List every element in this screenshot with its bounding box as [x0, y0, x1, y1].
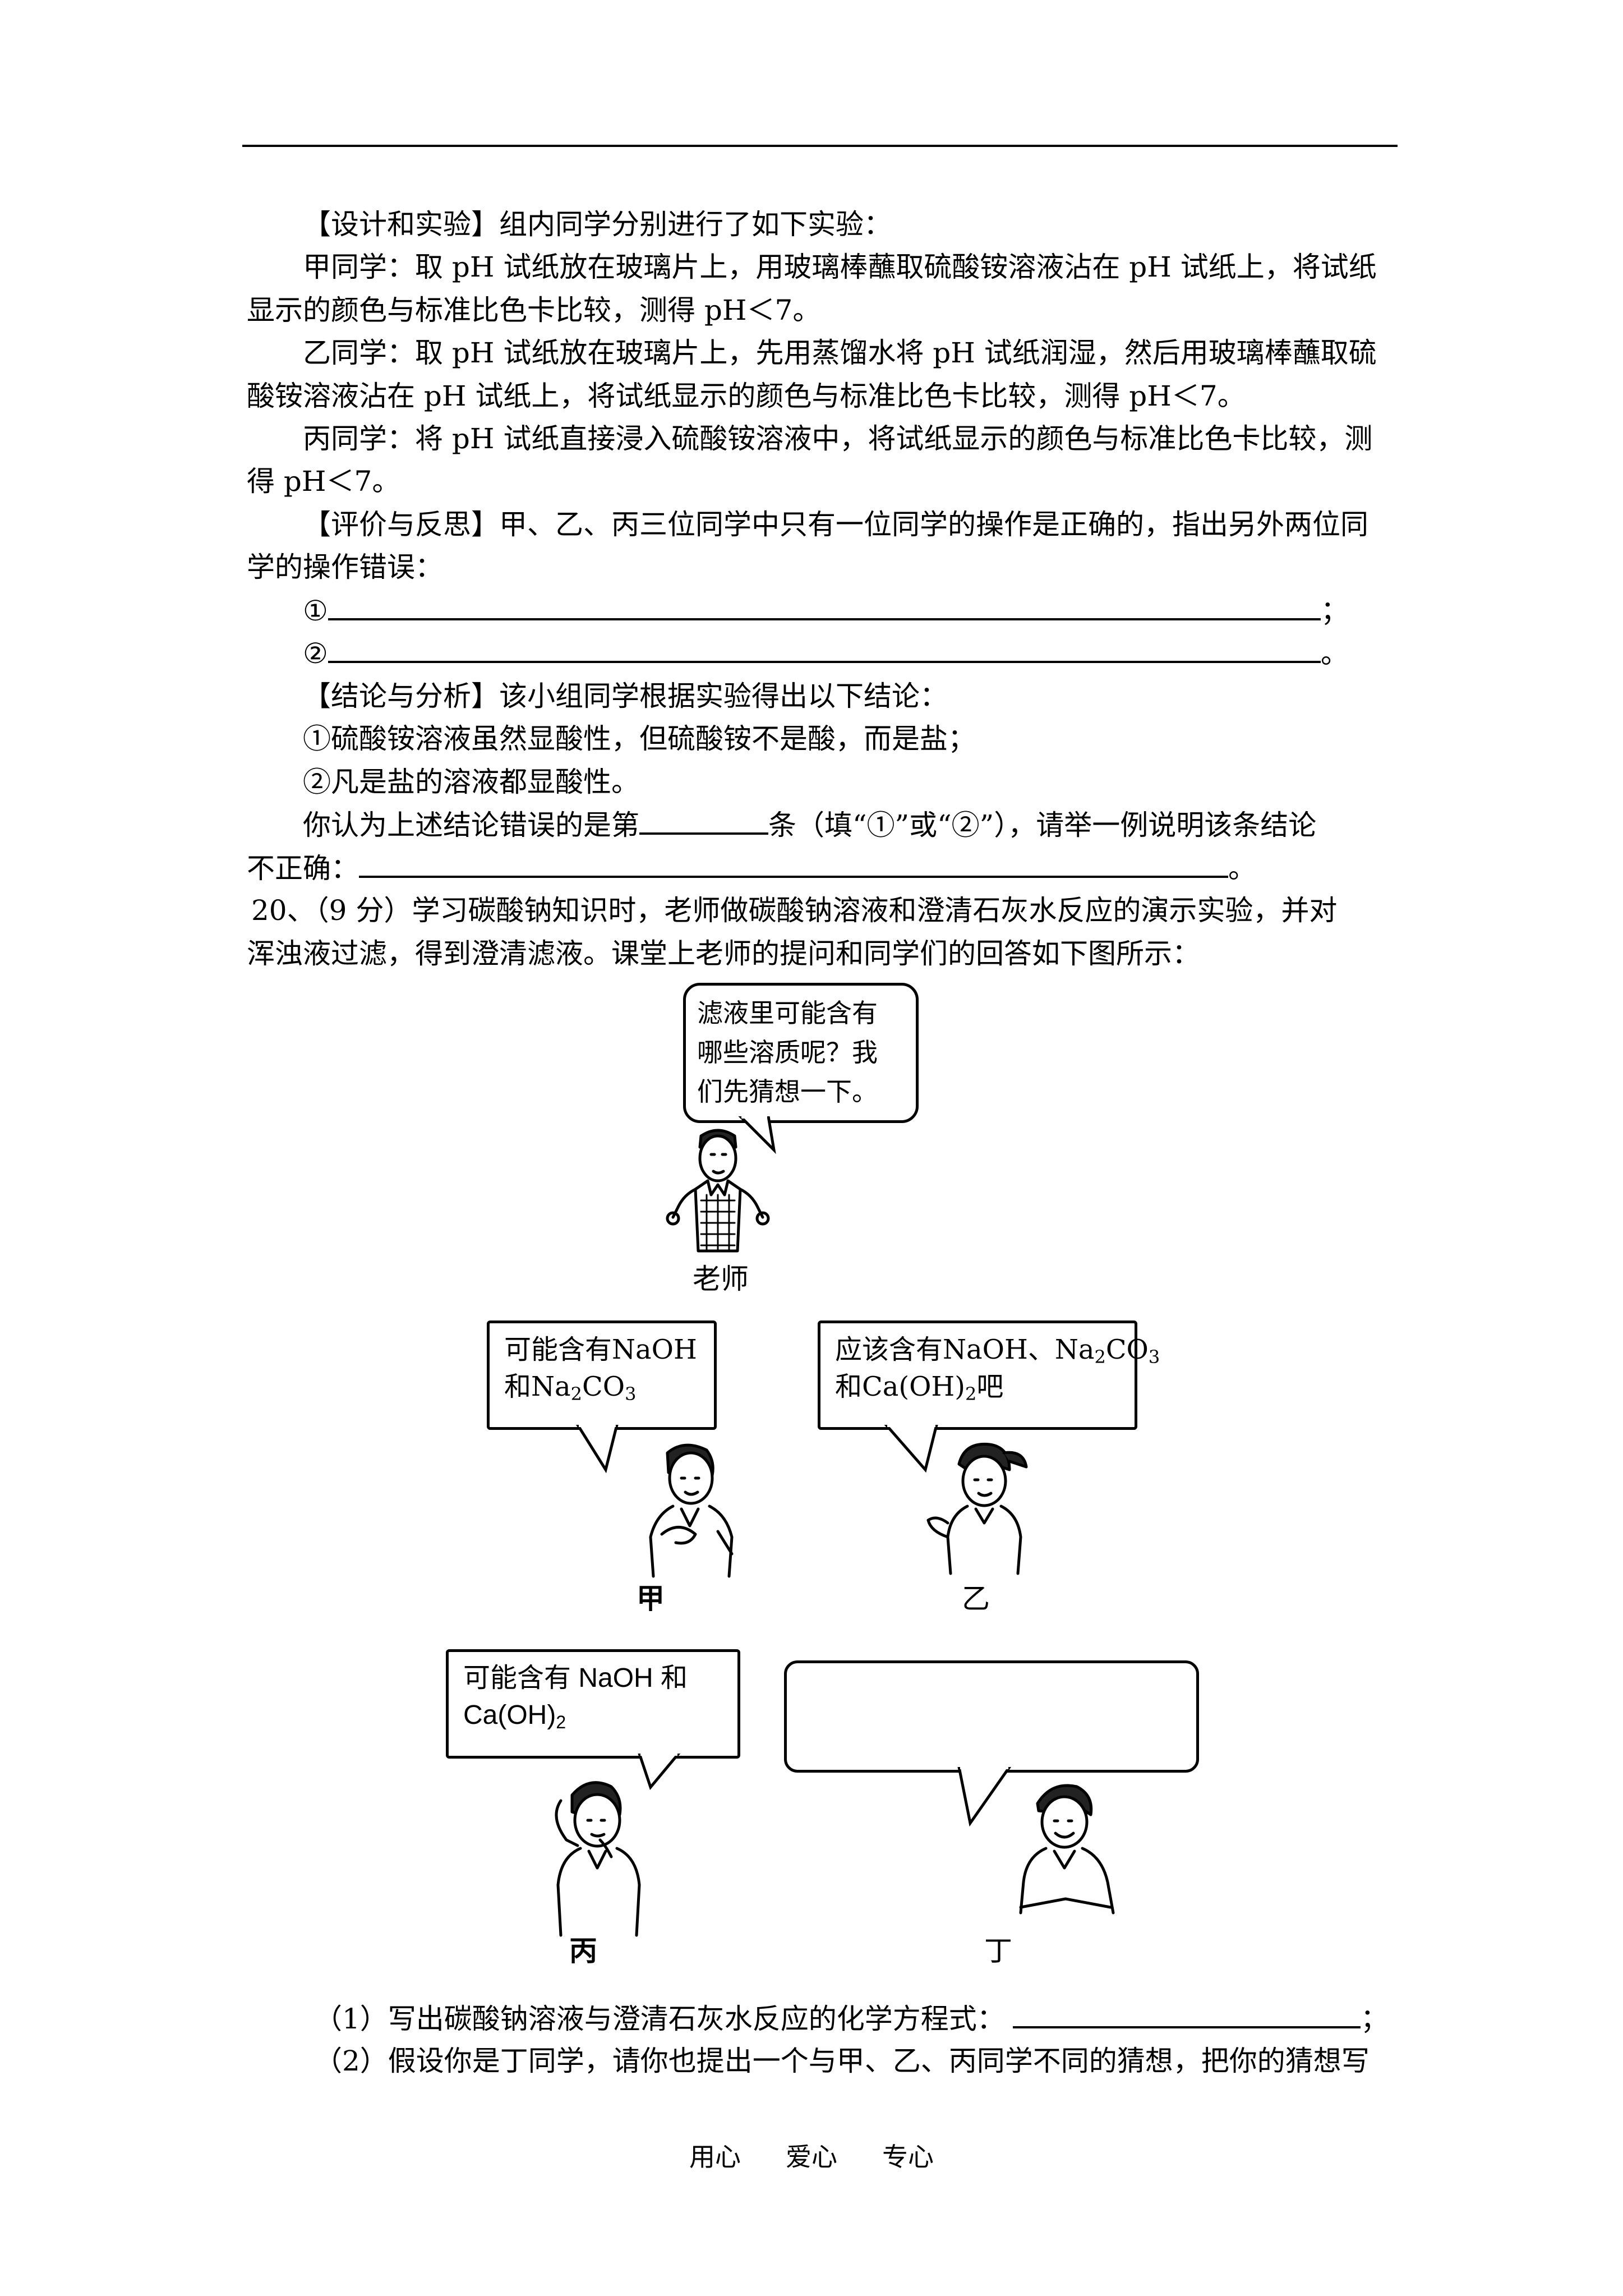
equation-blank[interactable] [1012, 1997, 1361, 2028]
question-20-line-1: 20、（9 分）学习碳酸钠知识时，老师做碳酸钠溶液和澄清石灰水反应的演示实验，并… [251, 894, 1338, 927]
yi-figure [926, 1442, 1028, 1575]
conclusion-question: 你认为上述结论错误的是第条（填“①”或“②”），请举一例说明该条结论 [303, 803, 1447, 846]
answer-blank-1[interactable] [328, 589, 1321, 620]
bing-figure [555, 1781, 641, 1937]
text-line: 酸铵溶液沾在 pH 试纸上，将试纸显示的颜色与标准比色卡比较，测得 pH＜7。 [247, 380, 1246, 412]
text-line: ②凡是盐的溶液都显酸性。 [303, 766, 639, 798]
ding-label: 丁 [984, 1935, 1012, 1967]
text-line: ①硫酸铵溶液虽然显酸性，但硫酸铵不是酸，而是盐； [303, 723, 976, 755]
bing-bubble-tail [638, 1754, 681, 1791]
page-footer: 用心爱心专心 [689, 2142, 934, 2172]
text-line: 【结论与分析】该小组同学根据实验得出以下结论： [303, 680, 948, 712]
text-line: 得 pH＜7。 [247, 465, 400, 498]
jia-speech-bubble: 可能含有NaOH 和Na2CO3 [487, 1320, 717, 1430]
jia-figure [649, 1443, 734, 1578]
jia-bubble-tail [576, 1425, 619, 1474]
text-line: 【设计和实验】组内同学分别进行了如下实验： [303, 208, 892, 241]
yi-label: 乙 [962, 1582, 990, 1615]
answer-line-2: ②。 [303, 632, 1447, 675]
answer-line-1: ①； [303, 589, 1447, 632]
bing-label: 丙 [569, 1934, 597, 1967]
ding-speech-bubble[interactable] [784, 1660, 1199, 1773]
text-line: 学的操作错误： [247, 551, 443, 583]
ding-figure [1019, 1784, 1115, 1915]
bing-speech-bubble: 可能含有 NaOH 和 Ca(OH)2 [446, 1649, 740, 1759]
yi-bubble-tail [884, 1425, 938, 1473]
example-blank[interactable] [359, 846, 1228, 878]
teacher-speech-bubble: 滤液里可能含有 哪些溶质呢？我 们先猜想一下。 [683, 983, 919, 1123]
text-line: 显示的颜色与标准比色卡比较，测得 pH＜7。 [247, 294, 821, 326]
answer-blank-2[interactable] [328, 632, 1321, 663]
text-line: 【评价与反思】甲、乙、丙三位同学中只有一位同学的操作是正确的，指出另外两位同 [303, 508, 1368, 541]
question-20-line-2: 浑浊液过滤，得到澄清滤液。课堂上老师的提问和同学们的回答如下图所示： [247, 937, 1200, 970]
text-line: 乙同学：取 pH 试纸放在玻璃片上，先用蒸馏水将 pH 试纸润湿，然后用玻璃棒蘸… [303, 337, 1377, 369]
text-line: 丙同学：将 pH 试纸直接浸入硫酸铵溶液中，将试纸显示的颜色与标准比色卡比较，测 [303, 422, 1373, 455]
teacher-bubble-tail [738, 1116, 776, 1154]
jia-label: 甲 [637, 1582, 665, 1615]
conclusion-blank[interactable] [639, 803, 768, 835]
example-line: 不正确：。 [247, 846, 1391, 890]
header-rule [242, 145, 1398, 147]
teacher-label: 老师 [693, 1263, 749, 1295]
subquestion-2: （2）假设你是丁同学，请你也提出一个与甲、乙、丙同学不同的猜想，把你的猜想写 [314, 2045, 1370, 2077]
yi-speech-bubble: 应该含有NaOH、Na2CO3 和Ca(OH)2吧 [818, 1320, 1160, 1430]
teacher-figure [666, 1129, 770, 1253]
subquestion-1: （1）写出碳酸钠溶液与澄清石灰水反应的化学方程式：； [314, 1997, 1458, 2040]
ding-bubble-tail [957, 1767, 1012, 1827]
text-line: 甲同学：取 pH 试纸放在玻璃片上，用玻璃棒蘸取硫酸铵溶液沾在 pH 试纸上，将… [303, 251, 1377, 283]
